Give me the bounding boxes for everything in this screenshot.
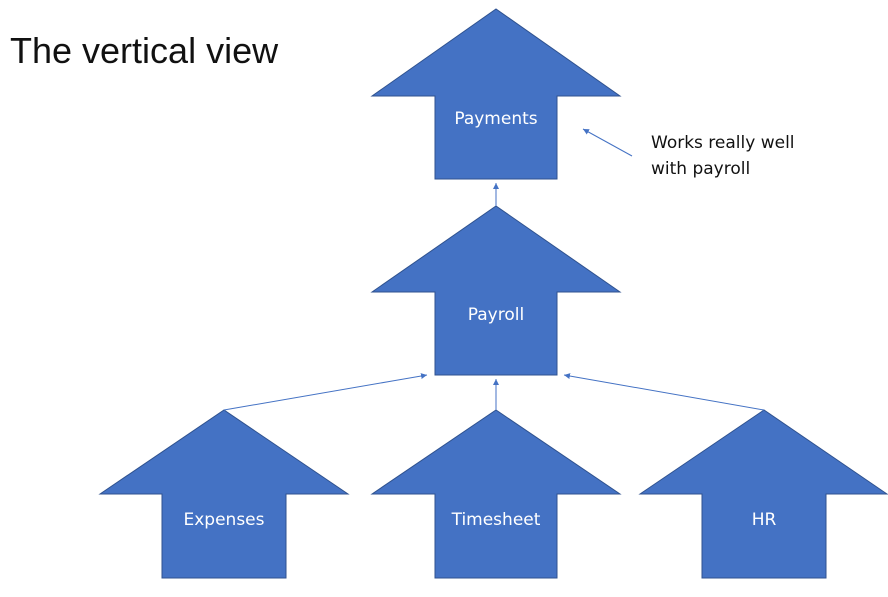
payroll-arrow-shape [370, 205, 622, 376]
hr-arrow-node: HR [638, 409, 888, 579]
expenses-label: Expenses [184, 510, 265, 530]
payments-arrow-node: Payments [370, 8, 622, 180]
connector-annotation-to-payments [582, 128, 633, 157]
timesheet-arrow-node: Timesheet [370, 409, 622, 579]
payroll-label: Payroll [468, 305, 524, 325]
connector-expenses-to-payroll [223, 373, 428, 411]
expenses-arrow-node: Expenses [98, 409, 350, 579]
slide-title: The vertical view [10, 30, 279, 71]
timesheet-label: Timesheet [451, 510, 541, 530]
hr-arrow-shape [638, 409, 888, 579]
annotation-line-1: Works really well [651, 133, 795, 153]
payroll-arrow-node: Payroll [370, 205, 622, 376]
timesheet-arrow-shape [370, 409, 622, 579]
annotation-note: Works really well with payroll [651, 130, 795, 182]
expenses-arrow-shape [98, 409, 350, 579]
annotation-line-2: with payroll [651, 159, 751, 179]
hr-label: HR [752, 510, 777, 530]
payments-arrow-shape [370, 8, 622, 180]
connector-hr-to-payroll [563, 373, 765, 411]
payments-label: Payments [454, 109, 537, 129]
